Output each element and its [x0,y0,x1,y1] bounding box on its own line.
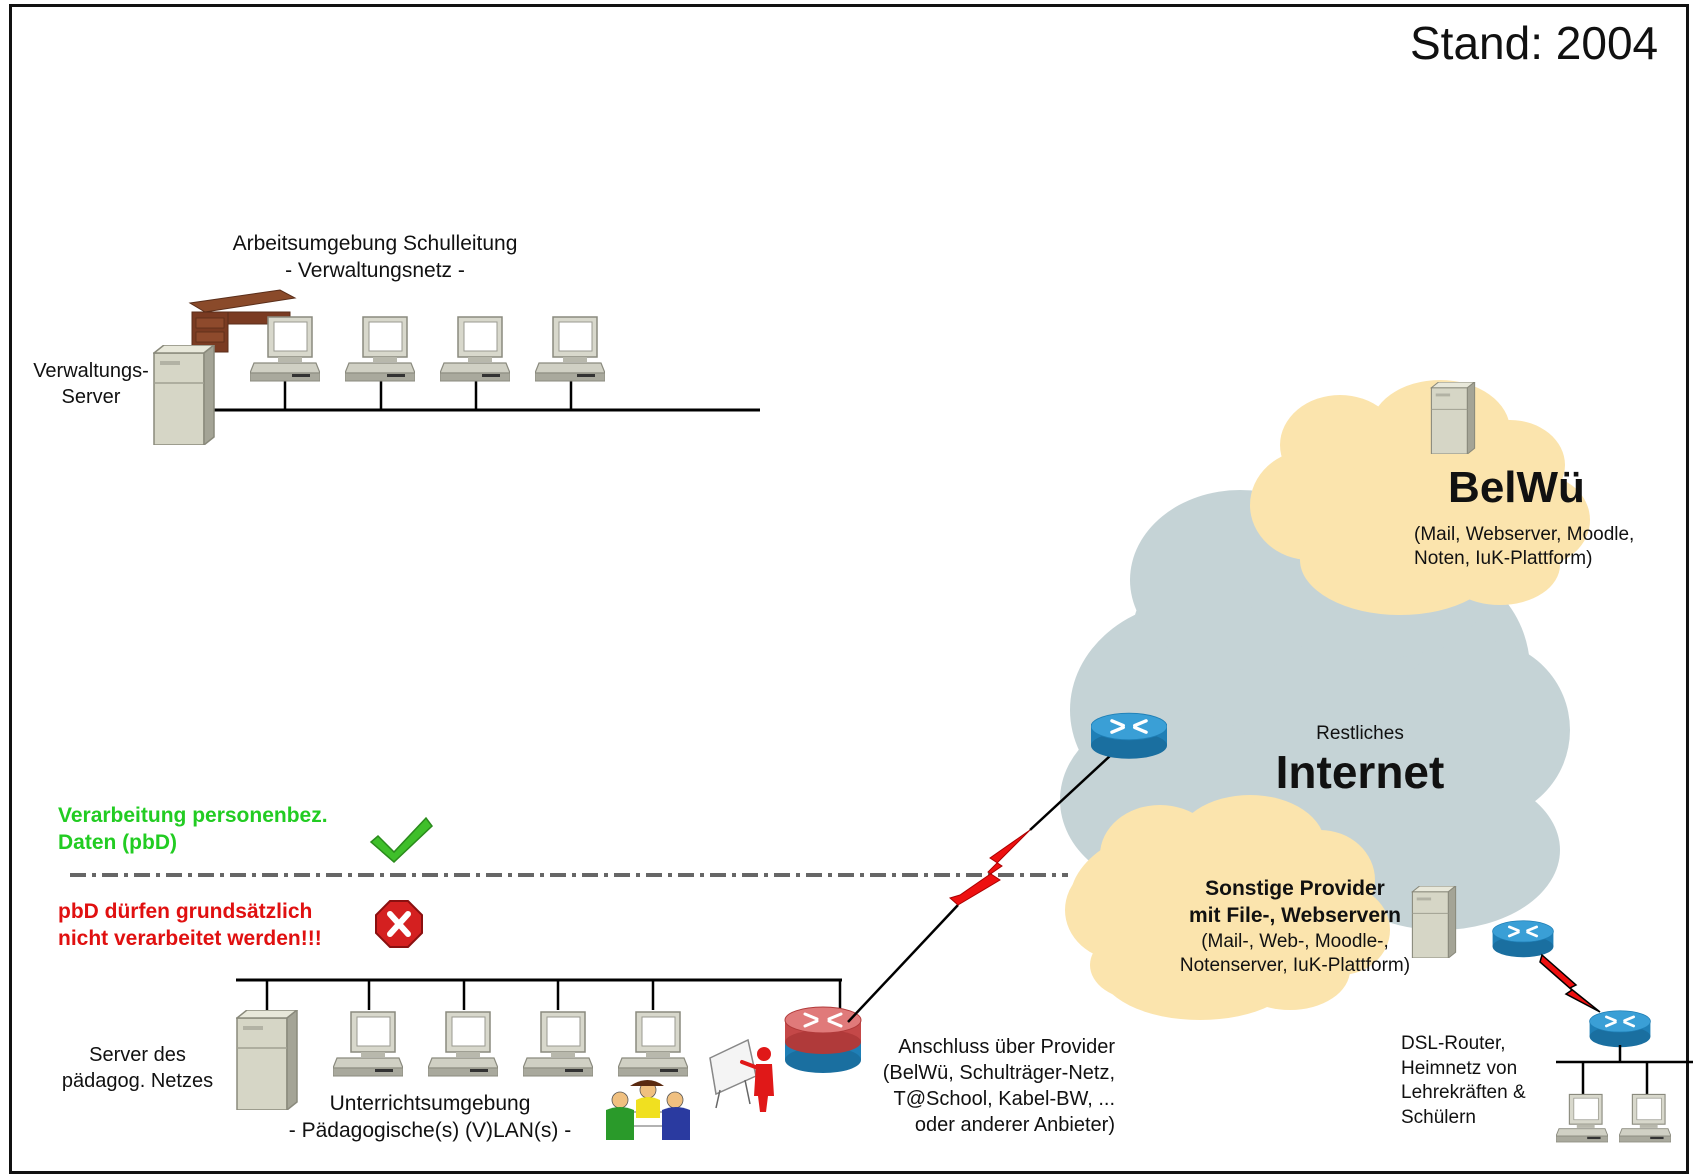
provider-connection-label: Anschluss über Provider (BelWü, Schulträ… [860,1034,1115,1138]
admin-server-line1: Verwaltungs- [33,360,149,382]
stand-label: Stand: 2004 [1410,17,1659,69]
other-providers-line1: Sonstige Provider [1205,877,1385,900]
home-workstation-icon [1556,1093,1608,1143]
check-icon [369,816,434,864]
other-providers-line2: mit File-, Webservern [1188,904,1401,928]
school-router [784,1006,862,1073]
provider-connection-line1: Anschluss über Provider [898,1036,1115,1058]
provider-connection-line4: oder anderer Anbieter) [914,1114,1115,1136]
home-line1: DSL-Router, [1401,1033,1506,1054]
admin-server-line2: Server [61,386,121,408]
allowed-label: Verarbeitung personenbez. Daten (pbD) [58,802,328,857]
provider-connection-line3: T@School, Kabel-BW, ... [893,1088,1116,1110]
ped-title: Unterrichtsumgebung - Pädagogische(s) (V… [270,1090,590,1145]
internet-small: Restliches [1316,723,1404,744]
admin-title: Arbeitsumgebung Schulleitung - Verwaltun… [210,230,540,285]
belwue-line2: Noten, IuK-Plattform) [1414,548,1593,570]
pedagogical-network [236,978,842,1110]
workstation-icon [618,1011,688,1077]
allowed-line2: Daten (pbD) [58,831,177,855]
provider-connection-line2: (BelWü, Schulträger-Netz, [882,1062,1115,1084]
admin-title-line2: - Verwaltungsnetz - [285,259,465,283]
provider-cloud-icon [1065,795,1390,1020]
allowed-line1: Verarbeitung personenbez. [58,804,328,827]
admin-server-icon [153,345,215,445]
teacher-icon [709,1038,774,1112]
ped-server-line1: Server des [89,1044,186,1066]
home-workstation-icon [1619,1093,1671,1143]
internet-big: Internet [1275,745,1445,798]
dsl-router-icon [1589,1010,1651,1048]
workstation-icon [523,1011,593,1077]
belwue-line1: (Mail, Webserver, Moodle, [1414,523,1635,545]
home-line2: Heimnetz von [1401,1057,1518,1079]
home-line3: Lehrekräften & [1401,1082,1526,1104]
other-providers-label: Sonstige Provider mit File-, Webservern … [1165,875,1425,979]
forbidden-line2: nicht verarbeitet werden!!! [58,927,322,951]
workstation-icon [535,316,605,382]
internet-router-icon [1091,712,1167,760]
forbidden-label: pbD dürfen grundsätzlich nicht verarbeit… [58,898,322,953]
belwue-title: BelWü [1448,463,1585,512]
workstation-icon [428,1011,498,1077]
belwue-cloud-icon [1250,380,1590,615]
workstation-icon [250,316,320,382]
provider-router-icon [1492,920,1554,958]
home-lightning-icon [1539,953,1601,1013]
ped-title-line2: - Pädagogische(s) (V)LAN(s) - [288,1119,572,1143]
home-line4: Schülern [1401,1107,1476,1129]
internet-label: Restliches Internet [1240,722,1480,797]
admin-title-line1: Arbeitsumgebung Schulleitung [232,232,518,255]
home-label: DSL-Router, Heimnetz von Lehrekräften & … [1401,1032,1526,1131]
workstation-icon [440,316,510,382]
workstation-icon [345,316,415,382]
ped-title-line1: Unterrichtsumgebung [329,1092,531,1115]
belwue-server-icon [1430,382,1476,454]
home-network [1556,1045,1693,1143]
belwue-label: BelWü (Mail, Webserver, Moodle, Noten, I… [1414,462,1654,572]
workstation-icon [333,1011,403,1077]
students-icon [606,1080,690,1140]
admin-server-label: Verwaltungs- Server [26,358,156,410]
ped-server-line2: pädagog. Netzes [61,1070,214,1092]
admin-network [153,289,760,445]
other-providers-line3: (Mail-, Web-, Moodle-, [1201,930,1389,952]
stop-icon [375,900,423,948]
other-providers-line4: Notenserver, IuK-Plattform) [1179,955,1411,977]
forbidden-line1: pbD dürfen grundsätzlich [58,900,313,923]
lightning-icon [847,754,1112,1023]
ped-server-label: Server des pädagog. Netzes [50,1042,225,1094]
